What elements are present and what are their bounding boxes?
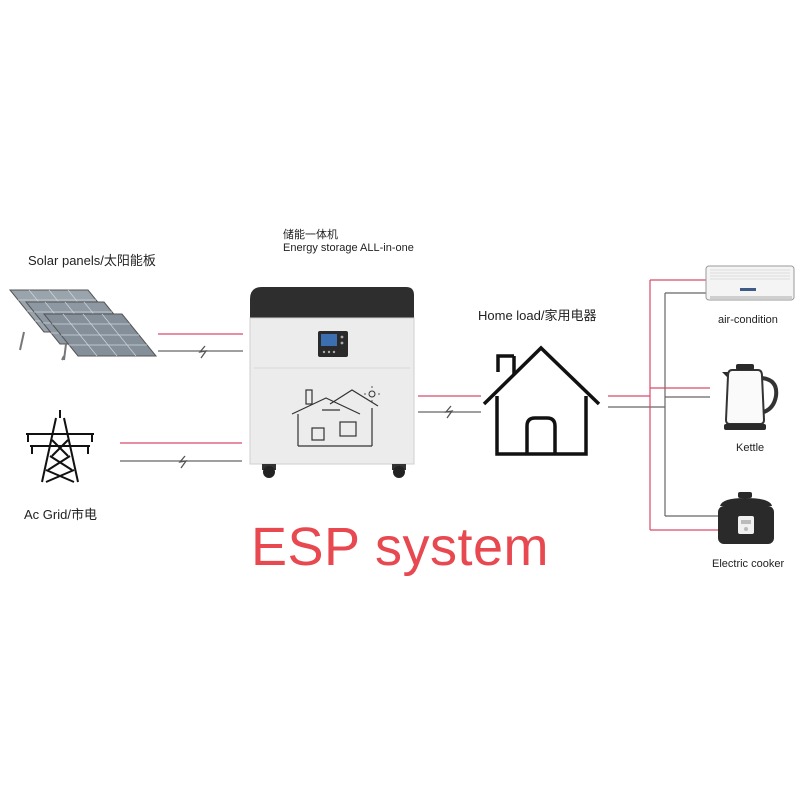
appliance-feed-lines (608, 279, 718, 531)
rice-cooker-icon (718, 492, 774, 544)
load-bolt-icon (444, 405, 454, 419)
power-tower-icon (26, 410, 94, 483)
diagram-title: ESP system (250, 517, 550, 577)
solar-panels-label: Solar panels/太阳能板 (28, 253, 156, 268)
energy-storage-label-cn: 储能一体机 (283, 229, 338, 241)
solar-panel-icon (8, 289, 158, 361)
energy-storage-cabinet (249, 287, 415, 478)
kettle-icon (722, 364, 779, 430)
energy-storage-label-en: Energy storage ALL-in-one (283, 242, 414, 254)
solar-bolt-icon (198, 345, 208, 359)
air-condition-label: air-condition (718, 314, 778, 326)
grid-bolt-icon (178, 455, 188, 469)
kettle-label: Kettle (736, 442, 765, 454)
home-load-label: Home load/家用电器 (478, 308, 597, 323)
electric-cooker-label: Electric cooker (712, 558, 785, 570)
house-icon (482, 345, 601, 456)
ac-grid-label: Ac Grid/市电 (24, 507, 97, 522)
air-conditioner-icon (705, 265, 795, 301)
